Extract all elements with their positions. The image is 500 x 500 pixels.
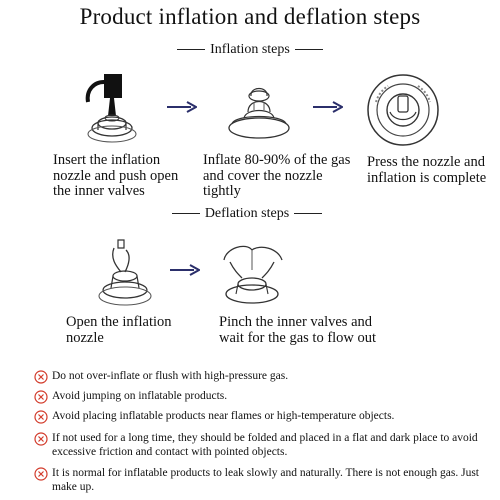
note-text: If not used for a long time, they should… — [52, 432, 478, 458]
warning-icon — [34, 432, 48, 446]
inflation-step-2-caption: Inflate 80-90% of the gas and cover the … — [203, 152, 351, 199]
valve-inflate-icon — [224, 78, 294, 144]
page-title: Product inflation and deflation steps — [79, 4, 421, 29]
warning-icon — [34, 467, 48, 481]
deflation-step-1-caption: Open the inflation nozzle — [66, 314, 172, 346]
arrow-icon — [167, 101, 197, 113]
note-item: Avoid jumping on inflatable products. — [34, 389, 492, 404]
note-item: Avoid placing inflatable products near f… — [34, 409, 492, 424]
note-text: Avoid jumping on inflatable products. — [52, 390, 228, 402]
deflation-step-2-caption: Pinch the inner valves and wait for the … — [219, 314, 377, 346]
note-item: If not used for a long time, they should… — [34, 431, 492, 459]
inflation-heading-label: Inflation steps — [210, 42, 290, 57]
note-item: Do not over-inflate or flush with high-p… — [34, 369, 492, 384]
heading-dash-right — [294, 213, 323, 215]
warning-icon — [34, 370, 48, 384]
warning-icon — [34, 390, 48, 404]
pinch-valve-icon — [216, 240, 290, 310]
arrow-icon — [313, 101, 343, 113]
heading-dash-left — [177, 49, 206, 51]
warning-icon — [34, 410, 48, 424]
inflation-heading: Inflation steps — [0, 42, 500, 58]
note-text: Avoid placing inflatable products near f… — [52, 410, 395, 422]
valve-cap-closed-icon — [364, 72, 442, 148]
heading-dash-left — [171, 213, 200, 215]
inflation-step-3-caption: Press the nozzle and inflation is comple… — [367, 154, 487, 186]
note-text: It is normal for inflatable products to … — [52, 467, 480, 493]
heading-dash-right — [294, 49, 323, 51]
arrow-icon — [170, 264, 200, 276]
inflation-step-1-caption: Insert the inflation nozzle and push ope… — [53, 152, 179, 199]
note-text: Do not over-inflate or flush with high-p… — [52, 370, 289, 382]
valve-open-icon — [94, 236, 156, 308]
inflation-nozzle-insert-icon — [74, 68, 148, 148]
note-item: It is normal for inflatable products to … — [34, 466, 492, 494]
deflation-heading-label: Deflation steps — [204, 206, 290, 221]
deflation-heading: Deflation steps — [0, 206, 497, 222]
